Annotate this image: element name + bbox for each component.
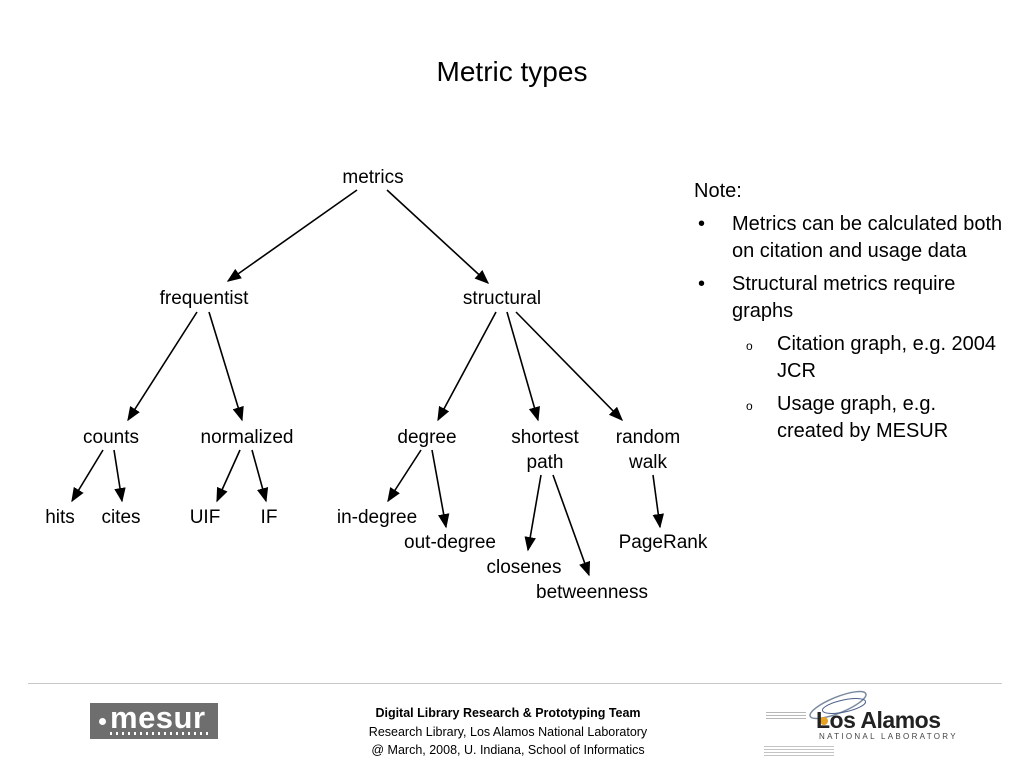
mesur-logo-dot [99,718,106,725]
mesur-logo-ticks [110,732,208,735]
node-shortest-path-line2: path [527,452,564,473]
sub-bullet-marker: o [746,339,753,353]
lanl-logo-subtext: NATIONAL LABORATORY [819,732,958,741]
edge-counts-cites [113,449,126,503]
footer-team: Digital Library Research & Prototyping T… [375,706,641,720]
edge-frequentist-normalized [208,311,244,422]
node-cites: cites [101,507,140,528]
mesur-logo: mesur [90,700,218,739]
metrics-tree-diagram: metrics frequentist structural counts no… [45,167,708,603]
edge-counts-hits [71,449,104,503]
edge-random-walk-pagerank [652,474,664,529]
lanl-fine-print-lower [764,746,834,758]
footer-divider [28,683,1002,684]
lanl-logo-text: Los Alamos [816,707,941,733]
mesur-logo-text: mesur [110,700,206,735]
edge-frequentist-counts [127,311,198,422]
edge-degree-in-degree [387,449,422,503]
edge-shortest-path-betweenness [552,474,591,577]
node-closenes: closenes [487,557,562,578]
note-sub-bullet-text: Citation graph, e.g. 2004 JCR [777,333,997,382]
note-sub-bullet: o Citation graph, e.g. 2004 JCR [694,331,1004,385]
node-frequentist: frequentist [160,288,249,309]
edge-structural-degree [437,311,497,422]
node-metrics: metrics [342,167,403,188]
node-out-degree: out-degree [404,532,496,553]
edge-normalized-uif [216,449,241,503]
node-pagerank: PageRank [619,532,708,553]
note-panel: Note: • Metrics can be calculated both o… [694,178,1004,451]
tree-edges [71,189,664,577]
bullet-marker: • [698,273,706,295]
lanl-fine-print [766,712,806,720]
footer-event: @ March, 2008, U. Indiana, School of Inf… [371,743,645,757]
node-in-degree: in-degree [337,507,417,528]
node-counts: counts [83,427,139,448]
note-sub-bullet-text: Usage graph, e.g. created by MESUR [777,393,949,442]
node-if: IF [261,507,278,528]
edge-metrics-frequentist [226,189,358,282]
edge-structural-random-walk [515,311,624,422]
node-random-walk-line2: walk [628,452,668,473]
node-betweenness: betweenness [536,582,648,603]
note-bullet-text: Structural metrics require graphs [732,273,956,322]
node-hits: hits [45,507,75,528]
edge-shortest-path-closenes [524,474,542,552]
note-heading: Note: [694,180,742,202]
node-normalized: normalized [201,427,294,448]
node-shortest-path-line1: shortest [511,427,579,448]
footer-institution: Research Library, Los Alamos National La… [368,724,648,739]
note-bullet-text: Metrics can be calculated both on citati… [732,213,1003,262]
edge-structural-shortest-path [506,311,540,422]
edge-degree-out-degree [431,449,450,529]
note-sub-bullet: o Usage graph, e.g. created by MESUR [694,391,1004,445]
los-alamos-atom-icon [809,690,867,725]
footer-credits: Digital Library Research & Prototyping T… [300,704,716,760]
edge-normalized-if [251,449,269,503]
note-bullet: • Metrics can be calculated both on cita… [694,211,1004,265]
sub-bullet-marker: o [746,399,753,413]
slide-title: Metric types [436,56,588,87]
los-alamos-logo: Los Alamos NATIONAL LABORATORY [760,684,960,764]
bullet-marker: • [698,213,706,235]
note-bullet: • Structural metrics require graphs [694,271,1004,325]
node-degree: degree [397,427,456,448]
edge-metrics-structural [386,189,490,284]
node-random-walk-line1: random [616,427,680,448]
node-uif: UIF [190,507,221,528]
node-structural: structural [463,288,541,309]
